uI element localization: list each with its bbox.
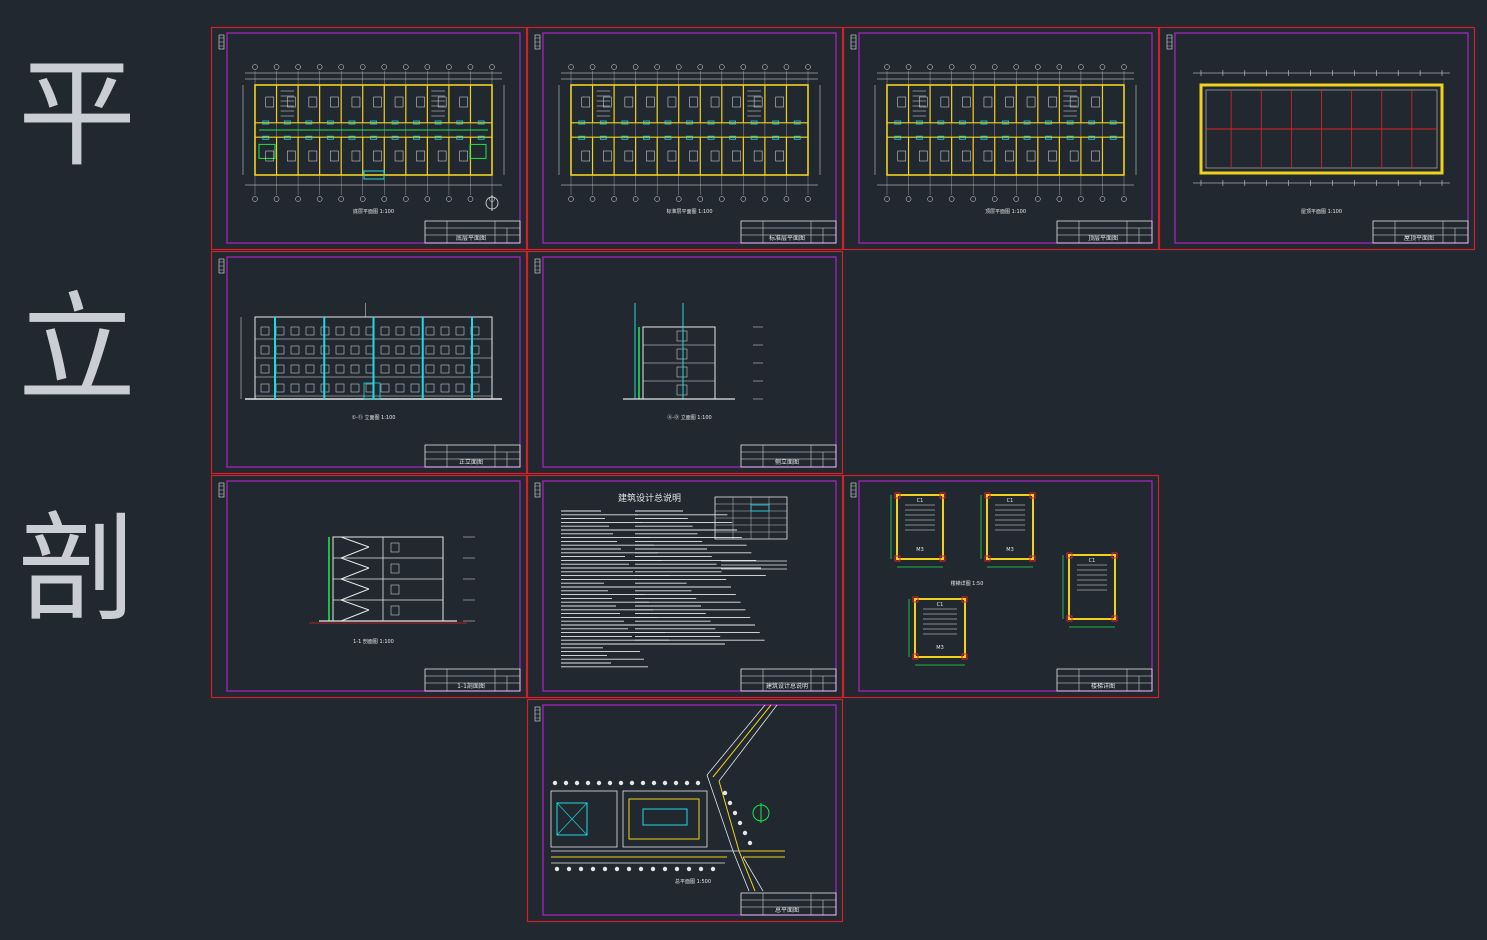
title-block: 建筑设计总说明 <box>740 668 837 692</box>
drawing-plan: 标准层平面图 1:100 <box>558 64 821 215</box>
sheet-title: 总平面图 <box>775 906 799 914</box>
drawing-caption: 标准层平面图 1:100 <box>667 208 713 215</box>
drawing-caption: 底层平面图 1:100 <box>353 208 394 215</box>
sheet-title: 正立面图 <box>459 458 483 466</box>
title-block: 总平面图 <box>740 892 837 916</box>
sheet-title: 顶层平面图 <box>1088 235 1118 242</box>
sheet-title: 建筑设计总说明 <box>766 682 808 690</box>
title-block: 楼梯详图 <box>1056 668 1153 692</box>
sheet-title: 屋顶平面图 <box>1404 235 1434 242</box>
door-label: M3 <box>1006 547 1014 553</box>
notes-heading: 建筑设计总说明 <box>618 492 681 504</box>
sheet-title: 标准层平面图 <box>769 234 805 242</box>
side-title-li: 立 <box>18 280 137 418</box>
drawing-sheet-10[interactable]: 总平面图 总平面图 1:500 <box>526 698 844 923</box>
door-label: M3 <box>936 645 944 651</box>
drawing-plan: 底层平面图 1:100 <box>242 64 505 215</box>
window-label: C1 <box>1007 498 1014 504</box>
sheet-title: 楼梯详图 <box>1091 682 1115 690</box>
drawing-caption: 顶层平面图 1:100 <box>985 209 1026 215</box>
drawing-caption: 1-1 剖面图 1:100 <box>353 638 394 645</box>
window-label: C1 <box>1089 558 1096 564</box>
title-block: 正立面图 <box>424 444 521 468</box>
title-block: 底层平面图 <box>424 220 521 244</box>
drawing-front-elevation: ①-⑪ 立面图 1:100 <box>240 303 502 421</box>
drawing-sheet-3[interactable]: 顶层平面图 顶层平面图 1:100 <box>842 26 1160 251</box>
door-label: M3 <box>916 547 924 553</box>
drawing-caption: 楼梯详图 1:50 <box>951 580 984 587</box>
sheet-title: 1-1剖面图 <box>457 682 485 690</box>
side-title-pou: 剖 <box>18 500 137 638</box>
drawing-sheet-7[interactable]: 1-1剖面图 1-1 剖面图 1:100 <box>210 474 528 699</box>
drawing-side-elevation: Ⓐ-Ⓓ 立面图 1:100 <box>623 303 763 421</box>
drawing-caption: 屋顶平面图 1:100 <box>1301 209 1342 215</box>
drawing-sheet-1[interactable]: 底层平面图 底层平面图 1:100 <box>210 26 528 251</box>
sheet-title: 底层平面图 <box>456 234 486 242</box>
drawing-caption: ①-⑪ 立面图 1:100 <box>352 414 396 421</box>
drawing-notes: 建筑设计总说明 <box>561 492 788 668</box>
drawing-site: 总平面图 1:500 <box>550 704 785 892</box>
title-block: 顶层平面图 <box>1056 220 1153 244</box>
drawing-roof: 屋顶平面图 1:100 <box>1193 70 1450 215</box>
drawing-caption: Ⓐ-Ⓓ 立面图 1:100 <box>667 414 711 421</box>
drawing-plan: 顶层平面图 1:100 <box>874 64 1137 215</box>
drawing-sheet-2[interactable]: 标准层平面图 标准层平面图 1:100 <box>526 26 844 251</box>
title-block: 标准层平面图 <box>740 220 837 244</box>
drawing-sheet-6[interactable]: 侧立面图 Ⓐ-Ⓓ 立面图 1:100 <box>526 250 844 475</box>
drawing-sheet-5[interactable]: 正立面图 ①-⑪ 立面图 1:100 <box>210 250 528 475</box>
drawing-sheet-4[interactable]: 屋顶平面图 屋顶平面图 1:100 <box>1158 26 1476 251</box>
title-block: 屋顶平面图 <box>1372 220 1469 244</box>
side-title-ping: 平 <box>18 45 137 183</box>
title-block: 侧立面图 <box>740 444 837 468</box>
title-block: 1-1剖面图 <box>424 668 521 692</box>
window-label: C1 <box>917 498 924 504</box>
drawing-caption: 总平面图 1:500 <box>675 878 711 885</box>
sheet-title: 侧立面图 <box>775 458 799 466</box>
drawing-section: 1-1 剖面图 1:100 <box>309 536 475 645</box>
window-label: C1 <box>937 602 944 608</box>
